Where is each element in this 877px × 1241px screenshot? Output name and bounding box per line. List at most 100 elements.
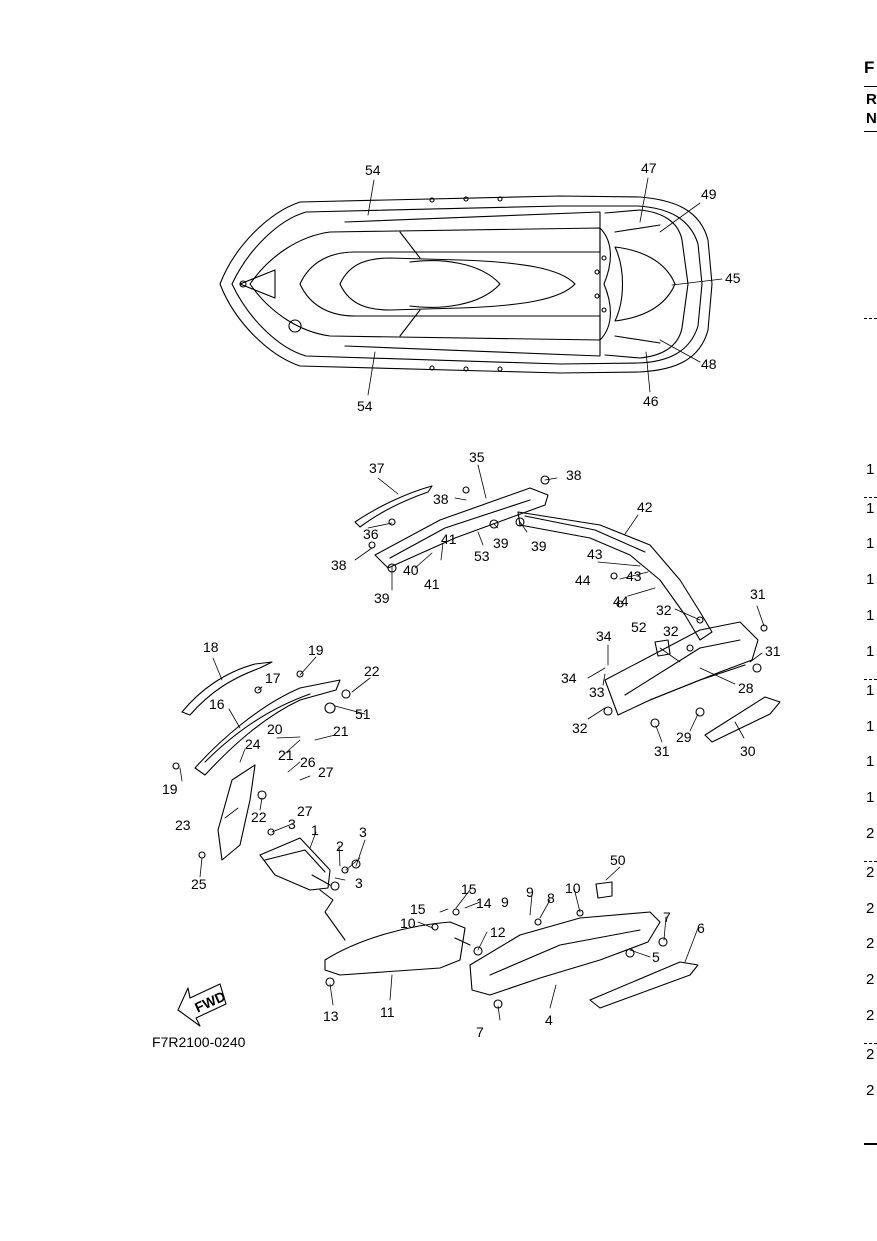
callout-38a: 38 xyxy=(566,467,582,483)
edge-number: 2 xyxy=(866,1007,875,1024)
callout-37: 37 xyxy=(369,460,385,476)
part-11-side-trim xyxy=(324,921,466,976)
callout-20: 20 xyxy=(267,721,283,737)
callout-32a: 32 xyxy=(656,602,672,618)
callout-40: 40 xyxy=(403,562,419,578)
callout-5: 5 xyxy=(652,949,660,965)
callout-14: 14 xyxy=(476,895,492,911)
edge-number: 2 xyxy=(866,825,875,842)
diagram-code: F7R2100-0240 xyxy=(152,1034,246,1050)
callout-28: 28 xyxy=(738,680,754,696)
part-42-long-rail xyxy=(517,511,713,641)
callout-44a: 44 xyxy=(575,572,591,588)
part-1-nose-cover xyxy=(259,837,331,891)
edge-number: 1 xyxy=(866,753,875,770)
callout-43b: 43 xyxy=(626,568,642,584)
callout-44b: 44 xyxy=(613,593,629,609)
callout-39c: 39 xyxy=(374,590,390,606)
part-50-clip xyxy=(595,881,613,899)
callout-12: 12 xyxy=(490,924,506,940)
edge-number: 1 xyxy=(866,461,875,478)
edge-number: 2 xyxy=(866,1082,875,1099)
callout-9a: 9 xyxy=(526,884,534,900)
callout-2: 2 xyxy=(336,838,344,854)
callout-21a: 21 xyxy=(333,723,349,739)
edge-number: 2 xyxy=(866,1046,875,1063)
leader-lines xyxy=(179,177,765,1021)
edge-dash xyxy=(864,679,877,680)
hull-top-view xyxy=(219,195,713,374)
edge-number: 1 xyxy=(866,535,875,552)
callout-7a: 7 xyxy=(663,909,671,925)
callout-38b: 38 xyxy=(433,491,449,507)
callout-45: 45 xyxy=(725,270,741,286)
callout-17: 17 xyxy=(265,670,281,686)
edge-number: 1 xyxy=(866,718,875,735)
callout-31a: 31 xyxy=(750,586,766,602)
edge-number: 2 xyxy=(866,900,875,917)
callout-53: 53 xyxy=(474,548,490,564)
callout-47: 47 xyxy=(641,160,657,176)
callout-41b: 41 xyxy=(424,576,440,592)
callout-32c: 32 xyxy=(572,720,588,736)
edge-number: 1 xyxy=(866,607,875,624)
callout-31c: 31 xyxy=(654,743,670,759)
callout-42: 42 xyxy=(637,499,653,515)
callout-3c: 3 xyxy=(355,875,363,891)
part-35-rail xyxy=(374,487,549,569)
callout-31b: 31 xyxy=(765,643,781,659)
edge-number: 2 xyxy=(866,864,875,881)
callout-49: 49 xyxy=(701,186,717,202)
callout-36: 36 xyxy=(363,526,379,542)
callout-15a: 15 xyxy=(461,881,477,897)
callout-34b: 34 xyxy=(561,670,577,686)
callout-21b: 21 xyxy=(278,747,294,763)
edge-number: 2 xyxy=(866,935,875,952)
part-6-pad xyxy=(589,961,699,1009)
edge-number: 1 xyxy=(866,571,875,588)
callout-labels: 54 54 47 49 45 48 46 37 35 38 38 38 36 3… xyxy=(162,160,781,1040)
edge-number: 1 xyxy=(866,643,875,660)
callout-27a: 27 xyxy=(318,764,334,780)
hull-fasteners xyxy=(429,196,607,372)
callout-18: 18 xyxy=(203,639,219,655)
callout-51: 51 xyxy=(355,706,371,722)
edge-number: 1 xyxy=(866,789,875,806)
edge-dash xyxy=(864,1043,877,1044)
part-16-side-panel xyxy=(194,679,341,776)
callout-34a: 34 xyxy=(596,628,612,644)
callout-16: 16 xyxy=(209,696,225,712)
edge-dash xyxy=(864,861,877,862)
callout-29: 29 xyxy=(676,729,692,745)
edge-rule xyxy=(864,86,877,87)
part-52-clip xyxy=(654,639,671,657)
callout-43a: 43 xyxy=(587,546,603,562)
callout-48: 48 xyxy=(701,356,717,372)
callout-38c: 38 xyxy=(331,557,347,573)
callout-3b: 3 xyxy=(359,824,367,840)
fasteners xyxy=(172,475,768,1009)
edge-number: 1 xyxy=(866,682,875,699)
callout-3a: 3 xyxy=(288,816,296,832)
fwd-arrow-icon xyxy=(177,983,227,1027)
edge-dash xyxy=(864,497,877,498)
callout-8: 8 xyxy=(547,890,555,906)
part-37-trim xyxy=(354,485,433,528)
callout-50: 50 xyxy=(610,852,626,868)
callout-52: 52 xyxy=(631,619,647,635)
callout-25: 25 xyxy=(191,876,207,892)
callout-10b: 10 xyxy=(400,915,416,931)
callout-15b: 15 xyxy=(410,901,426,917)
edge-rule xyxy=(864,131,877,132)
callout-35: 35 xyxy=(469,449,485,465)
part-28-rear-cover xyxy=(604,621,759,716)
callout-33: 33 xyxy=(589,684,605,700)
callout-23: 23 xyxy=(175,817,191,833)
edge-dash xyxy=(864,318,877,319)
callout-27b: 27 xyxy=(297,803,313,819)
callout-1: 1 xyxy=(311,822,319,838)
callout-22b: 22 xyxy=(251,809,267,825)
edge-rule xyxy=(864,1143,877,1145)
callout-13: 13 xyxy=(323,1008,339,1024)
callout-9b: 9 xyxy=(501,894,509,910)
